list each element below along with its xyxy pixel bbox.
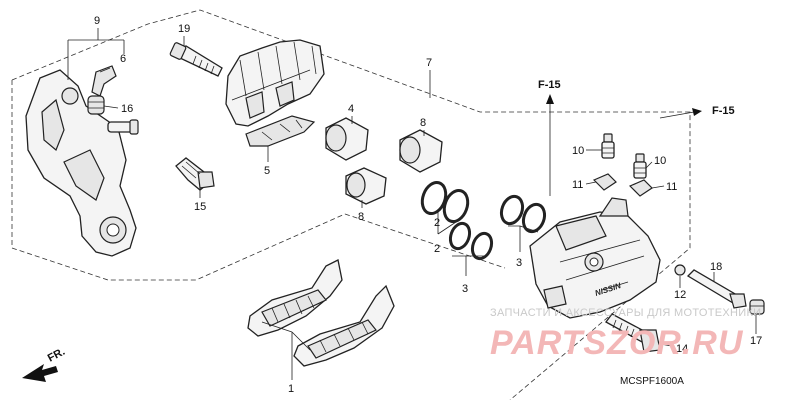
callout-9: 9 bbox=[94, 15, 100, 27]
watermark-tagline: ЗАПЧАСТИ И АКСЕССУАРЫ ДЛЯ МОТОТЕХНИКИ bbox=[490, 307, 761, 319]
callout-7: 7 bbox=[426, 57, 432, 69]
caliper-outer-half bbox=[225, 39, 325, 127]
watermark-brand: PARTSZOR.RU bbox=[490, 324, 744, 362]
assembly-boundary bbox=[11, 9, 691, 400]
callout-10-right: 10 bbox=[654, 155, 666, 167]
callout-2-upper: 2 bbox=[434, 217, 440, 229]
caliper-inner-half: NISSIN bbox=[529, 197, 661, 319]
piston-8-lower bbox=[345, 167, 387, 205]
callout-14: 14 bbox=[676, 343, 688, 355]
plug bbox=[674, 264, 686, 276]
seal-set-right bbox=[499, 194, 547, 234]
caliper-bolt bbox=[605, 313, 661, 353]
bleed-valve-right bbox=[633, 153, 647, 179]
callout-5: 5 bbox=[264, 165, 270, 177]
pad-spring bbox=[91, 65, 117, 97]
diagram-code: MCSPF1600A bbox=[620, 376, 684, 387]
callout-15: 15 bbox=[194, 201, 206, 213]
callout-18: 18 bbox=[710, 261, 722, 273]
seal-set-left bbox=[420, 181, 494, 261]
callout-1: 1 bbox=[288, 383, 294, 395]
callout-3-right: 3 bbox=[516, 257, 522, 269]
callout-6: 6 bbox=[120, 53, 126, 65]
bleed-cap-right bbox=[628, 179, 653, 197]
bleed-cap-left bbox=[592, 173, 617, 191]
callout-10-left: 10 bbox=[572, 145, 584, 157]
callout-11-right: 11 bbox=[666, 181, 677, 193]
caliper-bracket bbox=[25, 69, 137, 257]
bracket-pin bbox=[107, 119, 139, 135]
pin-plug bbox=[749, 299, 765, 315]
slide-pin bbox=[175, 157, 215, 191]
callout-4: 4 bbox=[348, 103, 354, 115]
bleed-valve-left bbox=[601, 133, 615, 159]
boot-rubber bbox=[87, 95, 105, 115]
piston-8-upper bbox=[399, 129, 443, 173]
callout-12: 12 bbox=[674, 289, 686, 301]
callout-11-left: 11 bbox=[572, 179, 583, 191]
front-label: FR. bbox=[46, 346, 67, 365]
brake-pad-right bbox=[293, 284, 395, 367]
ref-f15-left: F-15 bbox=[538, 79, 561, 91]
callout-19: 19 bbox=[178, 23, 190, 35]
pin-bolt bbox=[169, 42, 223, 77]
leader-lines bbox=[67, 28, 757, 380]
pad-pin bbox=[686, 269, 747, 309]
ref-f15-right: F-15 bbox=[712, 105, 735, 117]
callout-3-left: 3 bbox=[462, 283, 468, 295]
front-direction-arrow bbox=[22, 364, 58, 382]
brake-pad-left bbox=[247, 259, 343, 337]
callout-17: 17 bbox=[750, 335, 762, 347]
piston-4 bbox=[325, 117, 369, 161]
callout-16: 16 bbox=[121, 103, 133, 115]
pad-spring-plate bbox=[245, 115, 316, 147]
callout-8-lower: 8 bbox=[358, 211, 364, 223]
callout-2-lower: 2 bbox=[434, 243, 440, 255]
callout-8-upper: 8 bbox=[420, 117, 426, 129]
